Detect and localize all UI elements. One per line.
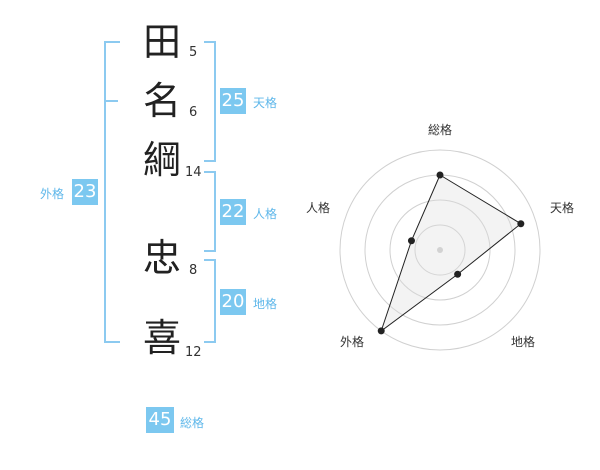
name-char-3: 綱 [142,138,181,182]
radar-point-5 [407,237,415,245]
radar-label-tenkaku: 天格 [550,201,575,215]
radar-label-gaikaku: 外格 [340,335,365,349]
chikaku-bracket [204,259,216,343]
gaikaku-bracket-tick [106,100,118,102]
stroke-count-3: 14 [185,165,202,180]
stroke-count-4: 8 [189,263,198,278]
radar-polygon [380,174,522,333]
tenkaku-bracket [204,41,216,162]
name-char-5: 喜 [142,316,181,360]
jinkaku-bracket [204,171,216,252]
gaikaku-label: 外格 [40,187,65,201]
jinkaku-value: 22 [220,199,246,225]
radar-label-soukaku: 総格 [428,123,453,137]
stroke-count-5: 12 [185,345,202,360]
tenkaku-value: 25 [220,88,246,114]
name-char-4: 忠 [142,236,181,280]
tenkaku-label: 天格 [253,96,278,110]
radar-point-4 [377,327,385,335]
gaikaku-value: 23 [72,179,98,205]
radar-ring [389,199,491,301]
radar-ring [414,224,466,276]
radar-label-chikaku: 地格 [511,335,536,349]
radar-ring [339,149,541,351]
radar-label-jinkaku: 人格 [306,201,331,215]
stroke-count-2: 6 [189,105,198,120]
radar-center [437,247,443,253]
name-char-1: 田 [142,20,181,64]
radar-point-2 [517,220,525,228]
soukaku-label: 総格 [180,416,205,430]
radar-point-1 [436,171,444,179]
chikaku-label: 地格 [253,297,278,311]
name-char-2: 名 [142,79,181,123]
chikaku-value: 20 [220,289,246,315]
gaikaku-bracket [104,41,120,343]
stroke-count-1: 5 [189,45,198,60]
radar-chart [339,149,541,351]
soukaku-value: 45 [146,407,174,433]
radar-point-3 [454,270,462,278]
jinkaku-label: 人格 [253,207,278,221]
